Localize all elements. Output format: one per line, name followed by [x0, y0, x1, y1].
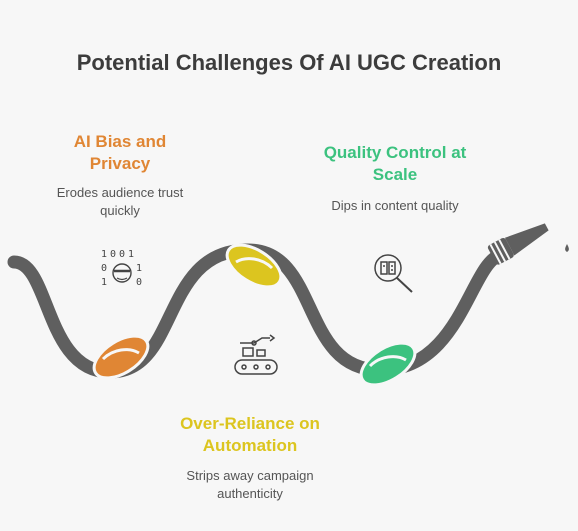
binary-row-1: 1001	[101, 249, 137, 260]
desc-line: authenticity	[217, 486, 283, 501]
heading-line: Scale	[372, 165, 418, 184]
magnify-document-icon	[374, 254, 413, 293]
heading-line: Over-Reliance on	[180, 414, 320, 433]
knot-yellow	[225, 243, 283, 289]
challenge-desc-over-reliance: Strips away campaign authenticity	[160, 467, 340, 503]
binary-row-3-left: 1	[101, 277, 107, 288]
heading-line: Privacy	[89, 154, 151, 173]
challenge-heading-quality-control: Quality Control at Scale	[300, 142, 490, 186]
binary-row-3-right: 0	[136, 277, 142, 288]
challenge-heading-ai-bias: AI Bias and Privacy	[50, 131, 190, 175]
desc-line: Strips away campaign	[186, 468, 314, 483]
challenge-heading-over-reliance: Over-Reliance on Automation	[160, 413, 340, 457]
robot-arm-conveyor-icon	[234, 334, 278, 375]
heading-line: Quality Control at	[323, 143, 467, 162]
binary-face-icon: 1001 0 1 1 0	[101, 249, 142, 288]
binary-row-2-left: 0	[101, 263, 107, 274]
challenge-desc-ai-bias: Erodes audience trust quickly	[40, 184, 200, 220]
knot-green	[359, 341, 417, 387]
heading-line: Automation	[202, 436, 298, 455]
page-title: Potential Challenges Of AI UGC Creation	[76, 50, 502, 75]
challenge-desc-quality-control: Dips in content quality	[300, 197, 490, 215]
binary-row-2-right: 1	[136, 263, 142, 274]
desc-line: Erodes audience trust	[56, 185, 184, 200]
desc-line: Dips in content quality	[331, 198, 459, 213]
heading-line: AI Bias and	[73, 132, 167, 151]
desc-line: quickly	[100, 203, 140, 218]
hose-nozzle-icon	[487, 223, 549, 265]
water-drop-icon	[565, 244, 569, 252]
knot-orange	[92, 334, 150, 380]
